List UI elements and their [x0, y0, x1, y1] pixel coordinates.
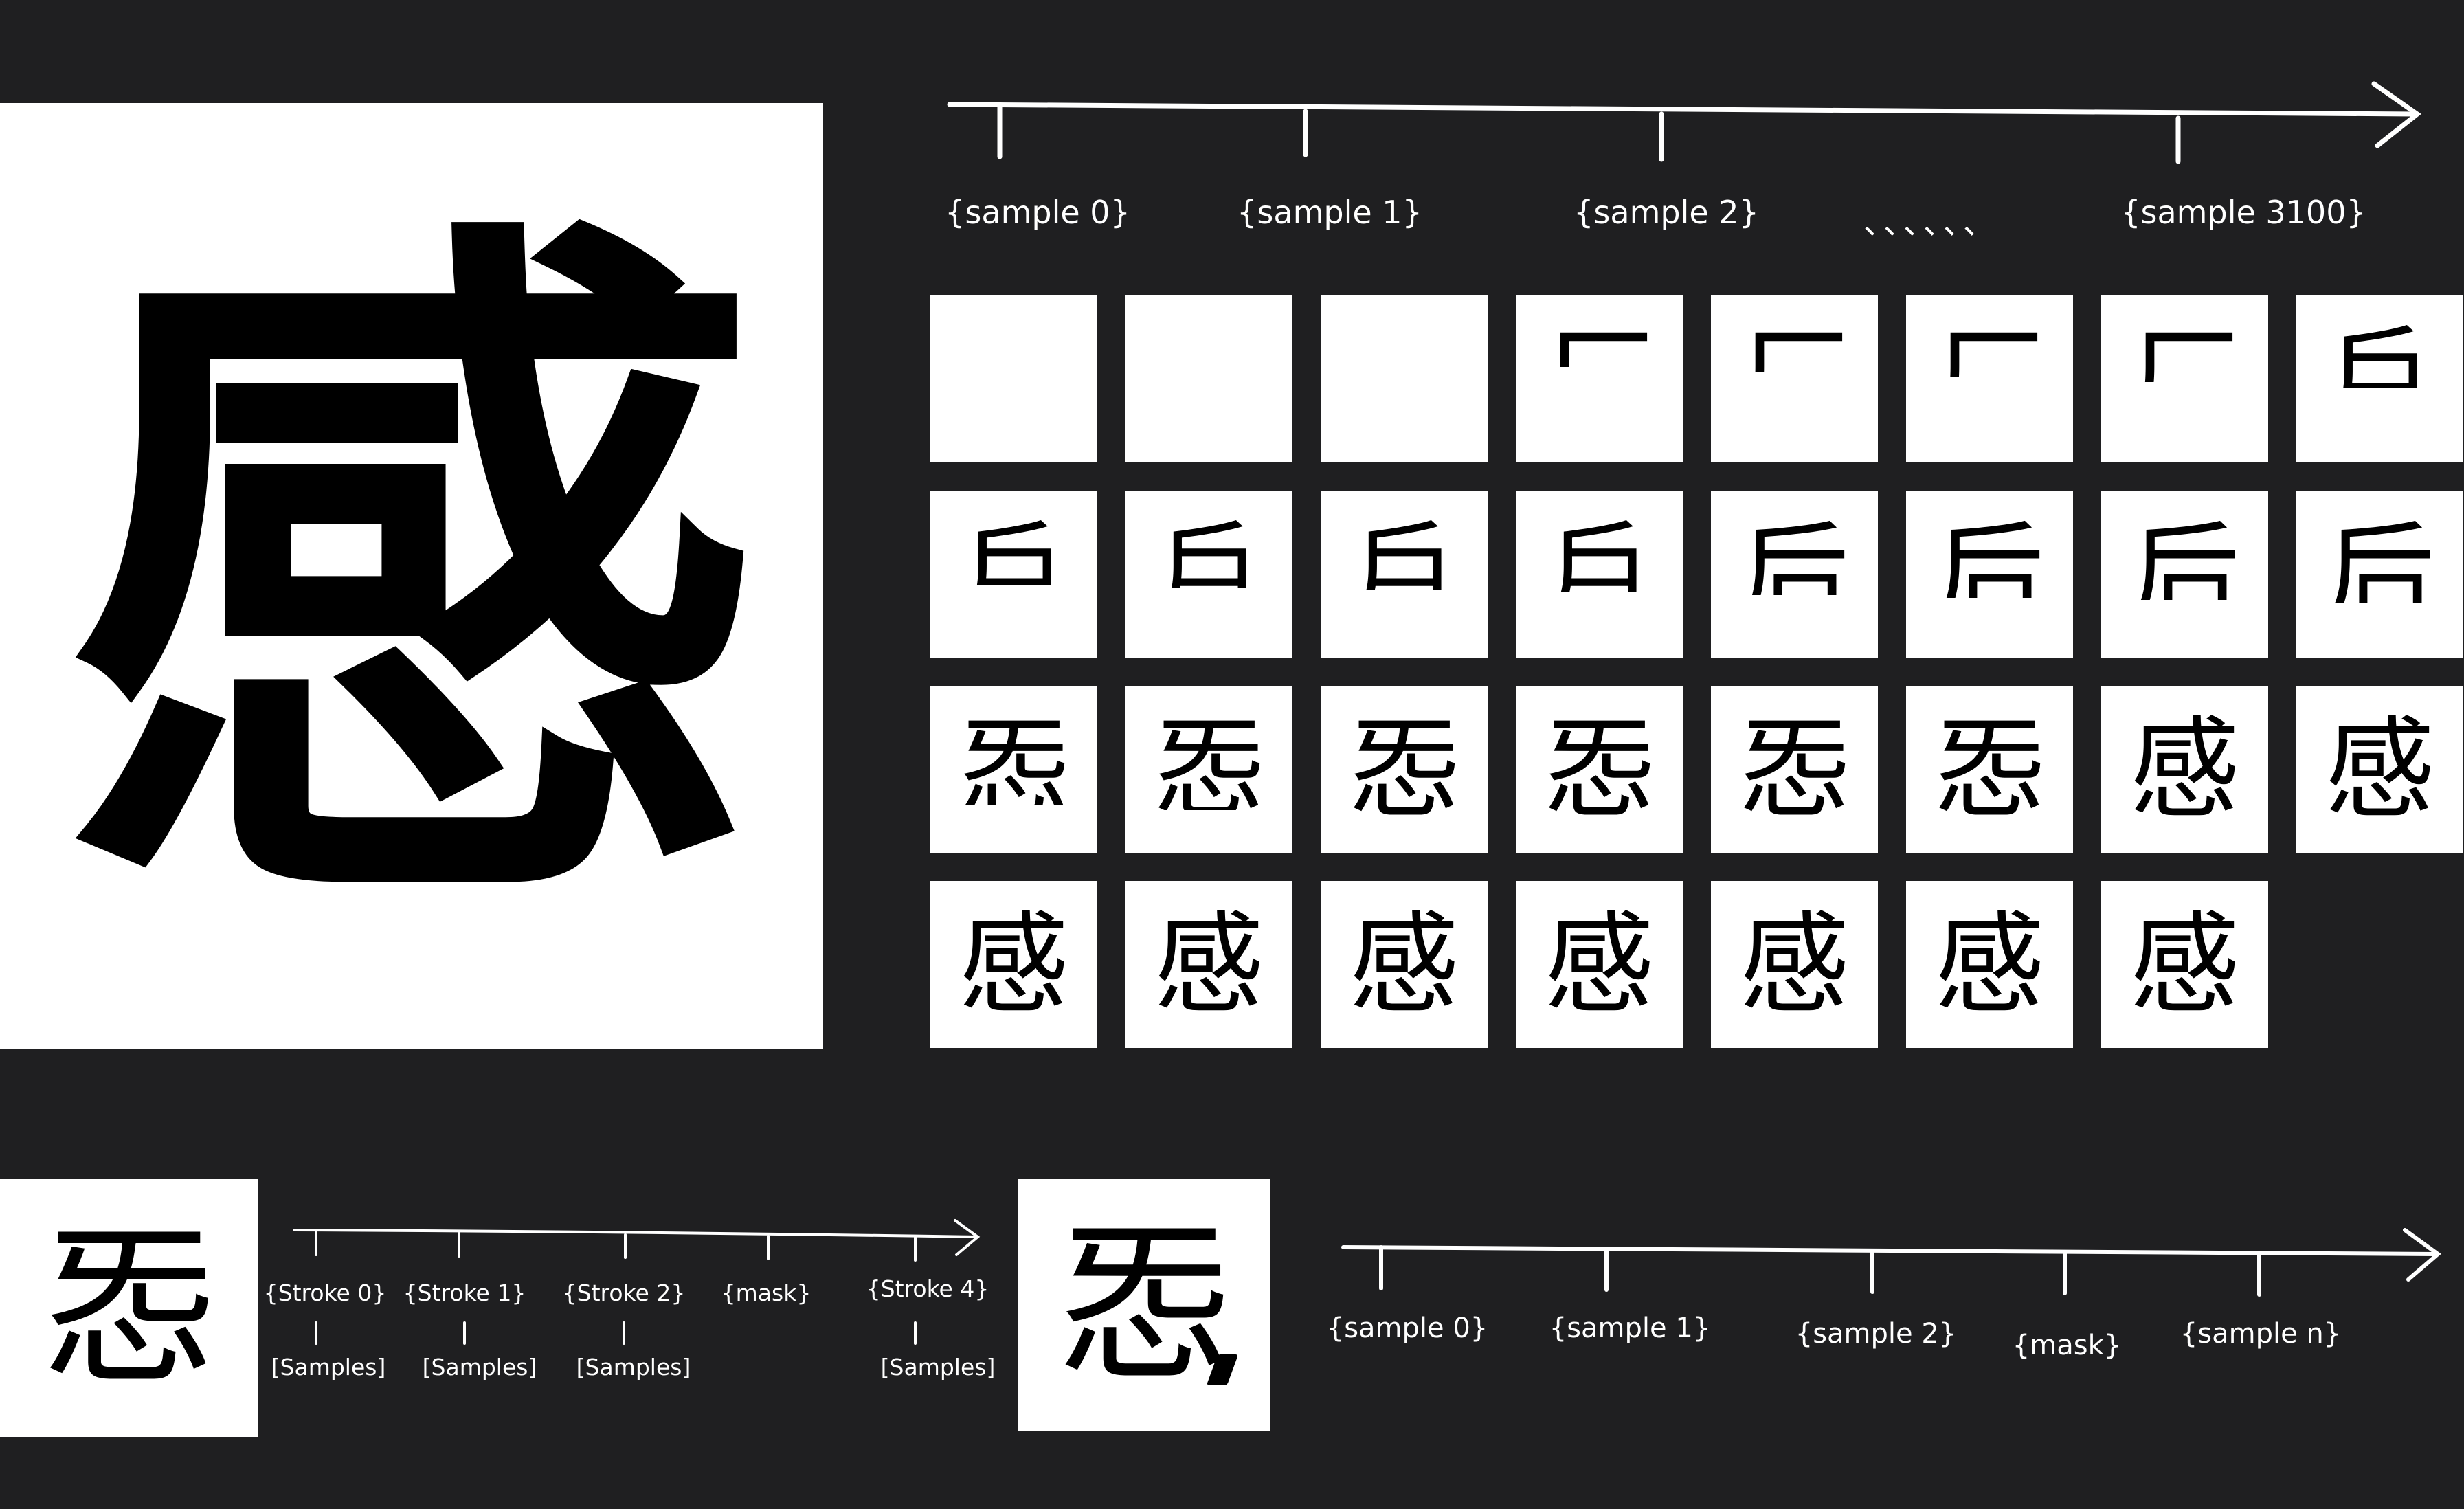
unrevealed-mask [1711, 595, 1878, 658]
sample-cell-15: 后 [2296, 491, 2463, 658]
sample-cell-14: 后 [2101, 491, 2268, 658]
top-ellipsis: 、、、、、、 [1863, 204, 1999, 241]
sample-glyph-22: 感 [2129, 704, 2240, 834]
sample-cell-30: 感 [2101, 881, 2268, 1048]
stroke-label-0: {Stroke 0} [263, 1279, 387, 1306]
sample-cell-24: 感 [930, 881, 1097, 1048]
sample-glyph-20: 㤅 [1739, 704, 1850, 834]
partial-character-panel-middle: 㤅 [1018, 1179, 1270, 1431]
stroke-label-2: {Stroke 2} [562, 1279, 686, 1306]
sample-cell-22: 感 [2101, 686, 2268, 853]
sample-cell-0: 一 [930, 295, 1097, 462]
unrevealed-mask [1125, 810, 1292, 853]
sample-cell-10: 戶 [1321, 491, 1488, 658]
sample-glyph-26: 感 [1349, 899, 1459, 1029]
stroke-samples-4: [Samples] [880, 1354, 996, 1381]
top-sample-label-0: {sample 0} [945, 194, 1130, 231]
sample-glyph-23: 感 [2325, 704, 2435, 834]
unrevealed-mask [2296, 842, 2463, 853]
sample-cell-29: 感 [1906, 881, 2073, 1048]
partial-character-left: 㤅 [43, 1207, 215, 1408]
bottom-sample-label-0: {sample 0} [1326, 1312, 1488, 1344]
sample-glyph-18: 㤅 [1349, 704, 1459, 834]
unrevealed-mask [2101, 382, 2268, 462]
unrevealed-mask [1711, 828, 1878, 853]
unrevealed-mask [930, 805, 1097, 853]
main-character: 感 [61, 164, 762, 987]
unrevealed-mask [1906, 598, 2073, 658]
sample-cell-3: 厂 [1516, 295, 1683, 462]
unrevealed-mask [2296, 603, 2463, 658]
sample-cell-7: 戶 [2296, 295, 2463, 462]
sample-cell-4: 厂 [1711, 295, 1878, 462]
unrevealed-mask [1125, 357, 1292, 462]
bottom-sample-label-1: {sample 1} [1549, 1312, 1711, 1344]
sample-cell-9: 戶 [1125, 491, 1292, 658]
sample-cell-27: 感 [1516, 881, 1683, 1048]
sample-cell-23: 感 [2296, 686, 2463, 853]
stroke-label-4: {Stroke 4} [866, 1275, 989, 1302]
stroke-samples-1: [Samples] [422, 1354, 537, 1381]
sample-glyph-29: 感 [1934, 899, 2045, 1029]
stroke-label-mask: {mask} [721, 1279, 811, 1306]
unrevealed-mask [2296, 388, 2463, 462]
sample-cell-19: 㤅 [1516, 686, 1683, 853]
sample-glyph-25: 感 [1154, 899, 1264, 1029]
top-sample-label-1: {sample 1} [1237, 194, 1422, 231]
stroke-label-1: {Stroke 1} [403, 1279, 526, 1306]
unrevealed-mask [1906, 833, 2073, 853]
unrevealed-mask [1516, 820, 1683, 853]
sample-cell-1: 一 [1125, 295, 1292, 462]
sample-cell-20: 㤅 [1711, 686, 1878, 853]
stroke-timeline-arrow [293, 1219, 981, 1345]
sample-cell-6: 厂 [2101, 295, 2268, 462]
sample-cell-18: 㤅 [1321, 686, 1488, 853]
sample-glyph-27: 感 [1544, 899, 1655, 1029]
sample-cell-26: 感 [1321, 881, 1488, 1048]
sample-glyph-17: 㤅 [1154, 704, 1264, 834]
unrevealed-mask [1125, 588, 1292, 658]
sample-cell-12: 后 [1711, 491, 1878, 658]
unrevealed-mask [1321, 590, 1488, 658]
top-sample-label-2: {sample 2} [1573, 194, 1759, 231]
partial-character-panel-left: 㤅 [0, 1179, 258, 1437]
top-timeline-arrow [947, 81, 2421, 164]
sample-glyph-30: 感 [2129, 899, 2240, 1029]
unrevealed-mask [1711, 372, 1878, 462]
sample-glyph-21: 㤅 [1934, 704, 2045, 834]
unrevealed-mask [1516, 367, 1683, 462]
sample-cell-28: 感 [1711, 881, 1878, 1048]
sample-cell-13: 后 [1906, 491, 2073, 658]
sample-cell-25: 感 [1125, 881, 1292, 1048]
bottom-sample-label-2: {sample 2} [1795, 1318, 1957, 1350]
unrevealed-mask [930, 585, 1097, 658]
sample-cell-11: 戶 [1516, 491, 1683, 658]
unrevealed-mask [1516, 592, 1683, 658]
sample-cell-8: 戶 [930, 491, 1097, 658]
sample-cell-5: 厂 [1906, 295, 2073, 462]
sample-glyph-24: 感 [959, 899, 1069, 1029]
unrevealed-mask [1321, 362, 1488, 462]
partial-character-middle: 㤅 [1058, 1205, 1230, 1405]
unrevealed-mask [2101, 838, 2268, 853]
stroke-samples-0: [Samples] [271, 1354, 386, 1381]
sample-glyph-19: 㤅 [1544, 704, 1655, 834]
sample-glyph-28: 感 [1739, 899, 1850, 1029]
sample-cell-17: 㤅 [1125, 686, 1292, 853]
main-character-panel: 感 [0, 103, 823, 1049]
top-sample-label-3: {sample 3100} [2120, 194, 2366, 231]
stroke-samples-2: [Samples] [576, 1354, 691, 1381]
unrevealed-mask [930, 353, 1097, 462]
unrevealed-mask [1906, 377, 2073, 462]
bottom-sample-label-n: {sample n} [2180, 1318, 2342, 1350]
unrevealed-mask [2101, 600, 2268, 658]
unrevealed-mask [1321, 815, 1488, 853]
sample-cell-21: 㤅 [1906, 686, 2073, 853]
sample-cell-2: 一 [1321, 295, 1488, 462]
bottom-mask-label: {mask} [2012, 1330, 2122, 1361]
sample-timeline-arrow [1341, 1228, 2441, 1297]
sample-cell-16: 㤅 [930, 686, 1097, 853]
